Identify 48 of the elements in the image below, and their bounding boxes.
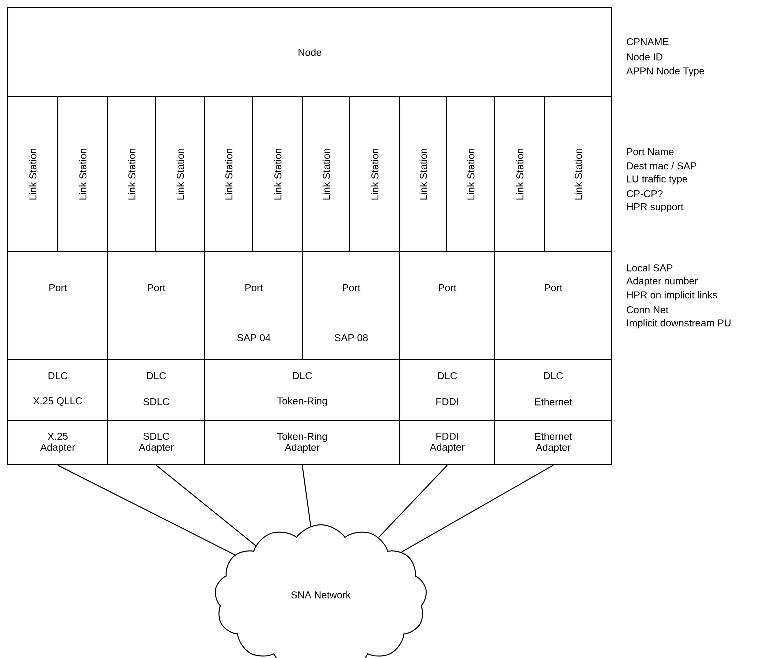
dlc-box: DLC SDLC (108, 360, 206, 422)
connector-line (58, 465, 236, 556)
connector-line (156, 465, 256, 546)
dlc-box: DLC X.25 QLLC (8, 360, 108, 422)
link-station-box: Link Station (446, 96, 496, 252)
connector-line (378, 465, 448, 538)
port-box: Port (108, 252, 206, 360)
link-station-box: Link Station (108, 96, 156, 252)
link-station-box: Link Station (544, 96, 612, 252)
side-label: Conn Net (627, 306, 669, 314)
link-station-box: Link Station (400, 96, 448, 252)
side-label: Adapter number (626, 277, 698, 287)
side-label: CP-CP? (627, 190, 663, 198)
port-box: Port SAP 04 (204, 252, 304, 360)
side-label: HPR on implicit links (627, 291, 718, 301)
port-box: Port SAP 08 (302, 252, 400, 360)
side-label: Port Name (627, 148, 674, 156)
link-station-box: Link Station (350, 96, 400, 252)
side-label: APPN Node Type (626, 67, 704, 77)
port-box: Port (400, 252, 496, 360)
side-label: HPR support (627, 204, 684, 212)
link-station-box: Link Station (156, 96, 206, 252)
port-box: Port (8, 252, 108, 360)
side-label: Node ID (627, 53, 663, 61)
side-label: LU traffic type (627, 175, 688, 185)
side-label: Dest mac / SAP (627, 162, 697, 170)
link-station-box: Link Station (204, 96, 254, 252)
dlc-box: DLC FDDI (400, 360, 496, 422)
connector-line (302, 465, 312, 527)
side-label: Implicit downstream PU (627, 319, 731, 329)
side-label: Local SAP (627, 264, 673, 272)
dlc-box: DLC Ethernet (494, 360, 612, 422)
link-station-box: Link Station (494, 96, 546, 252)
adapter-box: FDDI Adapter (400, 420, 496, 466)
side-label: CPNAME (627, 38, 669, 46)
adapter-box: Ethernet Adapter (494, 420, 612, 466)
adapter-box: Token-Ring Adapter (204, 420, 400, 466)
link-station-box: Link Station (302, 96, 350, 252)
connector-line (401, 465, 554, 553)
adapter-box: X.25 Adapter (8, 420, 108, 466)
network-cloud: SNA Network (215, 524, 427, 658)
node-box: Node (8, 8, 612, 98)
dlc-box: DLC Token-Ring (204, 360, 400, 422)
link-station-box: Link Station (58, 96, 108, 252)
adapter-box: SDLC Adapter (108, 420, 206, 466)
link-station-box: Link Station (252, 96, 304, 252)
link-station-box: Link Station (8, 96, 58, 252)
port-box: Port (494, 252, 612, 360)
